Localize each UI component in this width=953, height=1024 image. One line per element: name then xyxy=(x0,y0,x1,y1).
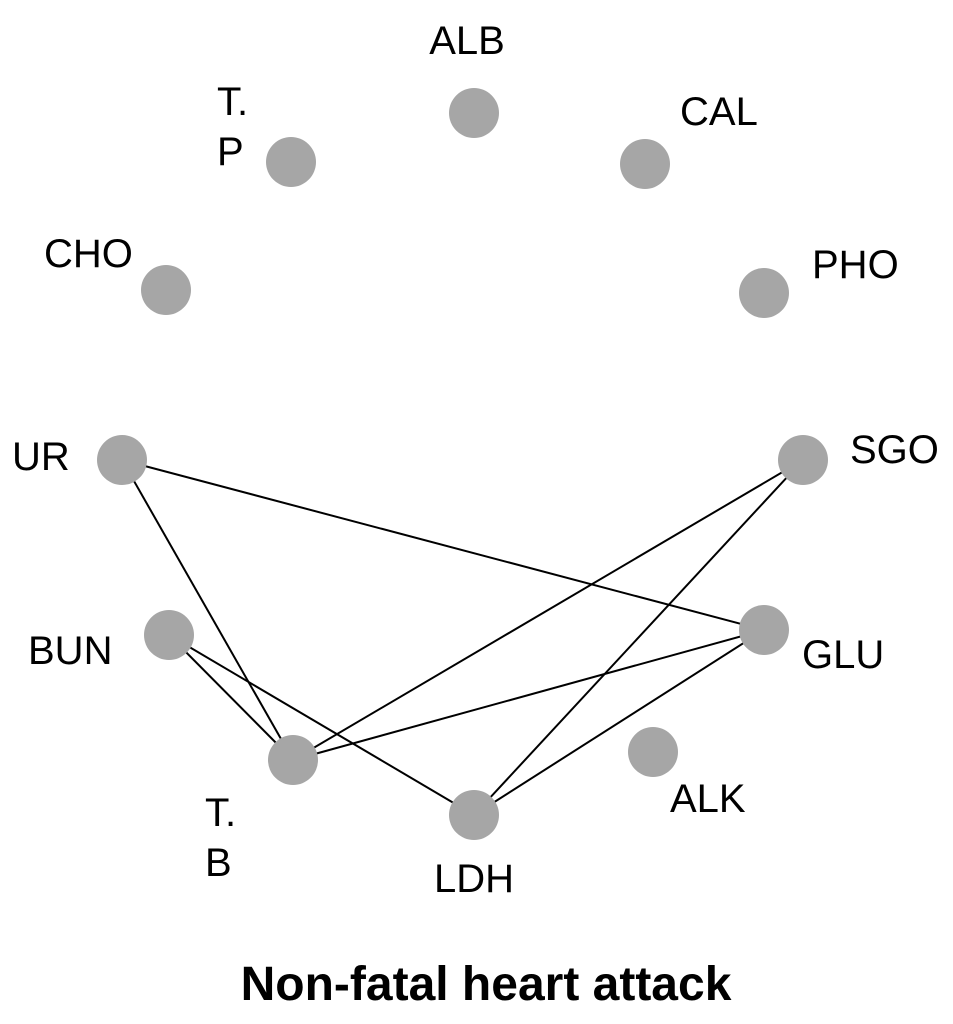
node-alk xyxy=(628,727,678,777)
node-label-line: BUN xyxy=(28,629,112,673)
edge-bun-ldh xyxy=(168,634,475,816)
node-tb xyxy=(268,735,318,785)
edge-tb-glu xyxy=(292,629,765,761)
node-label-alk: ALK xyxy=(670,777,746,821)
node-label-line: PHO xyxy=(812,243,899,287)
node-label-pho: PHO xyxy=(812,243,899,287)
node-label-line: CHO xyxy=(44,232,133,276)
node-tp xyxy=(266,137,316,187)
node-label-tp: T. P xyxy=(217,80,248,174)
node-glu xyxy=(739,605,789,655)
node-label-ur: UR xyxy=(12,435,70,479)
node-sgo xyxy=(778,435,828,485)
node-cal xyxy=(620,139,670,189)
node-label-line: SGO xyxy=(850,428,939,472)
node-label-line: ALB xyxy=(429,19,505,63)
node-ldh xyxy=(449,790,499,840)
node-label-sgo: SGO xyxy=(850,428,939,472)
node-label-line: UR xyxy=(12,435,70,479)
node-label-line: ALK xyxy=(670,777,746,821)
edge-bun-tb xyxy=(168,634,294,761)
edge-ldh-sgo xyxy=(473,459,804,816)
node-label-glu: GLU xyxy=(802,633,884,677)
node-pho xyxy=(739,268,789,318)
edge-tb-sgo xyxy=(292,459,804,761)
node-label-line: CAL xyxy=(680,90,758,134)
node-label-line: LDH xyxy=(434,857,514,901)
node-label-tb: T. B xyxy=(205,791,236,885)
node-cho xyxy=(141,265,191,315)
node-label-line: P xyxy=(217,130,244,174)
node-label-line: T. xyxy=(205,791,236,835)
node-label-line: GLU xyxy=(802,633,884,677)
edge-ur-tb xyxy=(121,459,294,761)
edges-layer xyxy=(121,459,804,816)
node-label-cho: CHO xyxy=(44,232,133,276)
node-label-alb: ALB xyxy=(429,19,505,63)
node-ur xyxy=(97,435,147,485)
nodes-layer xyxy=(97,88,828,840)
node-label-line: T. xyxy=(217,80,248,124)
diagram-title: Non-fatal heart attack xyxy=(241,958,732,1011)
node-bun xyxy=(144,610,194,660)
edge-ldh-glu xyxy=(473,629,765,816)
node-label-cal: CAL xyxy=(680,90,758,134)
labels-layer: ALB CAL PHO SGO GLU ALK LDH T. B BUN UR CHO T. P xyxy=(12,19,939,901)
node-label-line: B xyxy=(205,841,232,885)
node-label-ldh: LDH xyxy=(434,857,514,901)
node-label-bun: BUN xyxy=(28,629,112,673)
edge-ur-glu xyxy=(121,459,765,631)
node-alb xyxy=(449,88,499,138)
